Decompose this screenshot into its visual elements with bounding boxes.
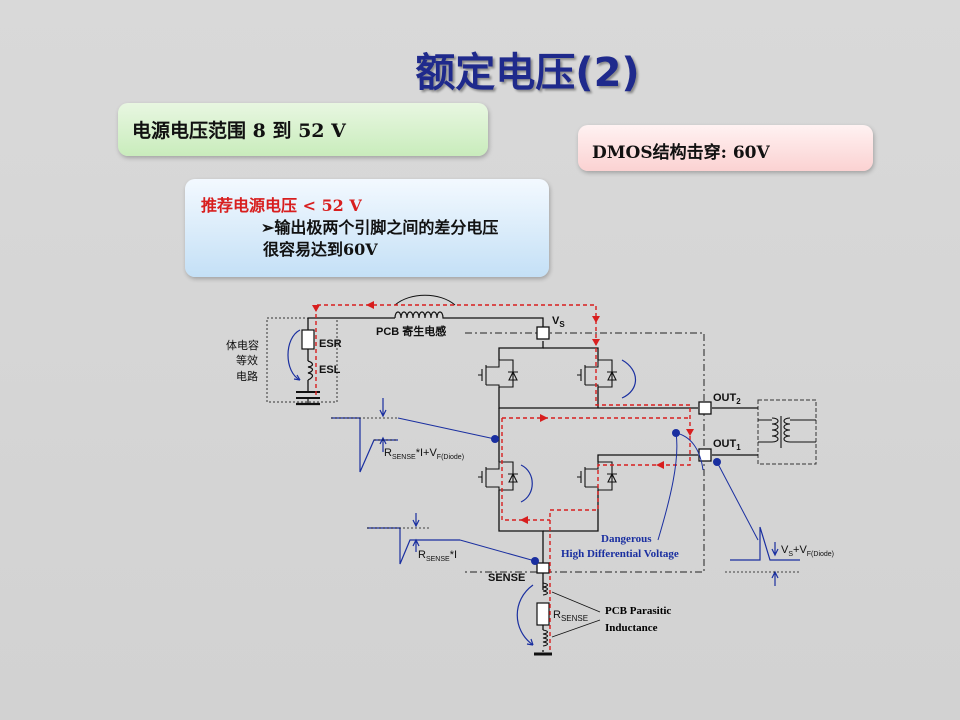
- pcb-parasitic-pointer-2: [551, 619, 601, 638]
- capacitor-equivalent-box: [266, 317, 338, 403]
- diode-current-arrow-high: [621, 359, 637, 399]
- esr-label: ESR: [319, 338, 342, 350]
- slide-title: 额定电压(2): [415, 50, 640, 96]
- supply-range-text: 电源电压范围 8 到 52 V: [132, 120, 346, 142]
- vs-pin: [536, 326, 550, 340]
- wave3-label: VS+VF(Diode): [781, 544, 834, 558]
- arrow-bullet-icon: ➢: [261, 218, 275, 237]
- pcb-parasitic-line1: PCB Parasitic: [605, 605, 671, 617]
- wave2-label: RSENSE*I: [418, 549, 457, 563]
- motor-coil-icon: [771, 416, 791, 448]
- cap-label-line2: 等效: [236, 353, 258, 367]
- esl-label: ESL: [319, 364, 341, 376]
- mosfet-high-left: [478, 359, 518, 388]
- diode-current-arrow-low: [520, 464, 533, 503]
- recommend-line-2: 很容易达到60V: [263, 240, 378, 259]
- sense-label: SENSE: [488, 572, 525, 584]
- capacitor-current-arrow: [287, 329, 301, 381]
- sense-upper-inductor-icon: [542, 582, 549, 596]
- mosfet-low-left: [478, 461, 518, 491]
- sense-lower-inductor-icon: [542, 629, 549, 647]
- dmos-breakdown-text: DMOS结构击穿: 60V: [592, 143, 770, 163]
- motor-box: [757, 399, 817, 465]
- mosfet-high-right: [577, 359, 617, 388]
- recommend-line-1-text: 输出极两个引脚之间的差分电压: [274, 218, 499, 237]
- recommended-voltage-box: 推荐电源电压 < 52 V ➢输出极两个引脚之间的差分电压 很容易达到60V: [185, 179, 549, 277]
- out2-label: OUT2: [713, 392, 741, 406]
- vs-label: VS: [552, 315, 565, 329]
- recommended-voltage-heading: 推荐电源电压 < 52 V: [201, 196, 362, 215]
- cap-label-line1: 体电容: [226, 338, 259, 352]
- sense-pin: [536, 562, 550, 574]
- sense-loop-arrow: [516, 584, 534, 646]
- esr-resistor: [301, 329, 315, 350]
- red-arrow-heads: [312, 301, 694, 524]
- cap-label-line3: 电路: [236, 370, 258, 383]
- recommend-line-1: ➢输出极两个引脚之间的差分电压: [201, 217, 549, 239]
- rsense-label: RSENSE: [553, 609, 588, 623]
- pcb-inductance-label: PCB 寄生电感: [376, 324, 446, 338]
- pcb-inductor-icon: [394, 311, 448, 319]
- pcb-inductor-arc-arrow: [394, 294, 456, 306]
- danger-label-line1: Dangerous: [601, 533, 652, 545]
- recirculation-current-path: [315, 304, 691, 652]
- supply-range-box: 电源电压范围 8 到 52 V: [118, 103, 488, 156]
- wave1-label: RSENSE*I+VF(Diode): [384, 447, 464, 461]
- out2-pin: [698, 401, 712, 415]
- circuit-wiring: [307, 317, 758, 652]
- pcb-parasitic-line2: Inductance: [605, 622, 658, 634]
- danger-label-line2: High Differential Voltage: [561, 548, 679, 560]
- rsense-resistor: [536, 602, 550, 626]
- waveform-diode-drop: [331, 398, 398, 473]
- out1-label: OUT1: [713, 438, 741, 452]
- dmos-breakdown-box: DMOS结构击穿: 60V: [578, 125, 873, 171]
- pcb-parasitic-pointer-1: [551, 591, 601, 613]
- esl-inductor-icon: [307, 360, 314, 381]
- mosfet-low-right: [577, 461, 617, 491]
